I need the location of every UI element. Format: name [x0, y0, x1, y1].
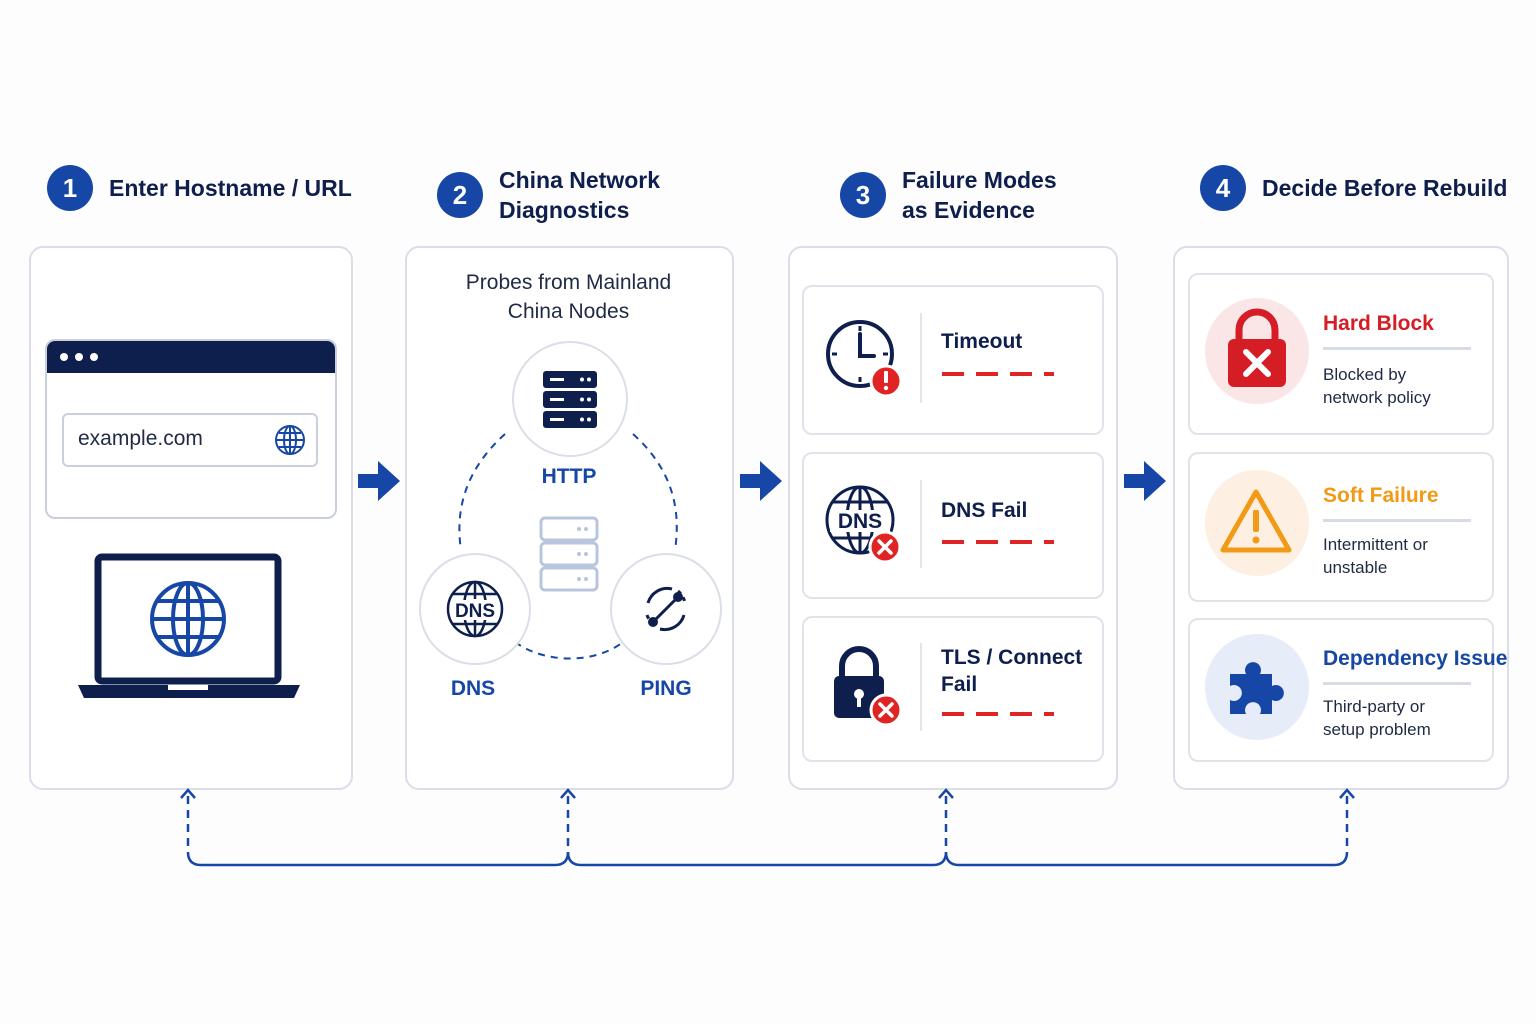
- window-dots-icon: [60, 353, 68, 361]
- dashed-underline: [942, 712, 1054, 716]
- svg-text:DNS: DNS: [838, 510, 882, 533]
- step-3-number: 3: [840, 172, 886, 218]
- decision-desc-hard-block: Blocked by network policy: [1323, 365, 1431, 407]
- svg-text:DNS: DNS: [455, 601, 495, 622]
- divider: [1323, 682, 1471, 685]
- divider: [920, 643, 922, 731]
- probes-heading: Probes from Mainland China Nodes: [465, 271, 672, 323]
- divider: [920, 313, 922, 403]
- probe-network-graph: [458, 433, 678, 660]
- divider: [1323, 347, 1471, 350]
- http-node: [512, 341, 628, 457]
- decision-title-hard-block: Hard Block: [1323, 312, 1434, 335]
- ping-node: [610, 553, 722, 665]
- url-input[interactable]: example.com: [62, 413, 318, 467]
- decision-desc-dependency: Third-party or setup problem: [1323, 697, 1431, 739]
- server-icon: [543, 371, 597, 428]
- http-node-label: HTTP: [541, 465, 597, 488]
- warning-icon: [1220, 489, 1292, 553]
- step-4-number: 4: [1200, 165, 1246, 211]
- dns-globe-icon: DNS: [446, 580, 504, 638]
- failure-label-tls: TLS / Connect Fail: [941, 646, 1083, 696]
- step-4-header: 4 Decide Before Rebuild: [1200, 165, 1507, 211]
- step-2-title: China Network Diagnostics: [499, 167, 661, 223]
- failure-label-timeout: Timeout: [941, 330, 1023, 353]
- ping-node-label: PING: [640, 677, 692, 700]
- dns-node-label: DNS: [450, 677, 496, 700]
- step-4-title: Decide Before Rebuild: [1262, 175, 1508, 201]
- feedback-loop: [180, 788, 1355, 867]
- arrow-right-icon: [740, 461, 782, 501]
- step-1-title: Enter Hostname / URL: [109, 175, 352, 201]
- failure-card-timeout: [802, 285, 1104, 435]
- step-1-number: 1: [47, 165, 93, 211]
- step-1-header: 1 Enter Hostname / URL: [47, 165, 352, 211]
- divider: [920, 480, 922, 568]
- browser-titlebar: [47, 341, 335, 373]
- clock-icon: [826, 320, 903, 398]
- failure-label-dns: DNS Fail: [941, 499, 1028, 522]
- browser-window: example.com: [45, 339, 337, 519]
- padlock-icon: [834, 646, 903, 727]
- decision-title-dependency: Dependency Issue: [1323, 647, 1508, 670]
- lock-x-icon: [1228, 308, 1286, 387]
- puzzle-icon: [1230, 662, 1284, 714]
- step-2-header: 2 China Network Diagnostics: [437, 165, 660, 225]
- arrow-right-icon: [358, 461, 400, 501]
- divider: [1323, 519, 1471, 522]
- url-input-value: example.com: [78, 427, 203, 450]
- ping-icon: [645, 586, 687, 632]
- decision-title-soft-failure: Soft Failure: [1323, 484, 1439, 507]
- dns-globe-icon: DNS: [825, 485, 902, 564]
- dashed-underline: [942, 372, 1054, 376]
- step-3-title: Failure Modes as Evidence: [902, 167, 1057, 223]
- dashed-underline: [942, 540, 1054, 544]
- arrow-right-icon: [1124, 461, 1166, 501]
- globe-icon: [275, 425, 305, 455]
- dns-node: DNS: [419, 553, 531, 665]
- step-3-header: 3 Failure Modes as Evidence: [840, 165, 1057, 225]
- decision-desc-soft-failure: Intermittent or unstable: [1323, 535, 1428, 577]
- laptop-icon: [78, 553, 300, 698]
- step-2-number: 2: [437, 172, 483, 218]
